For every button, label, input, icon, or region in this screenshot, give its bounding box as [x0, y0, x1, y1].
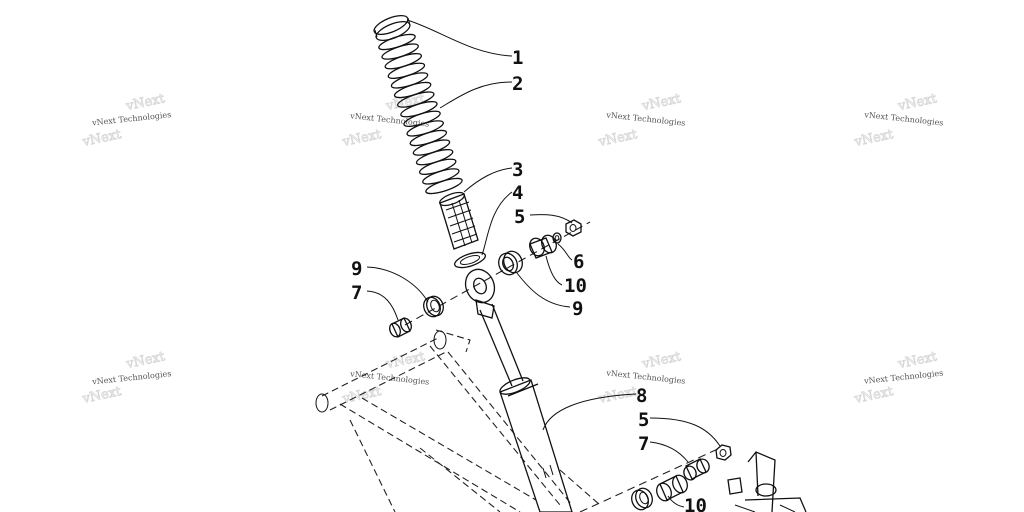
callout-10-upper: 10: [564, 275, 587, 297]
callout-9-right: 9: [572, 298, 583, 320]
callout-5-upper: 5: [514, 206, 525, 228]
shock-absorber-part: [464, 268, 573, 512]
spring-coil: [415, 148, 454, 166]
callout-4: 4: [512, 182, 523, 204]
svg-text:vNext: vNext: [640, 349, 683, 372]
leader-lines: [366, 19, 721, 508]
spring-coil: [425, 177, 463, 195]
watermark-3: vNext vNext vNext Technologies: [596, 91, 686, 151]
a-arm: [315, 329, 601, 512]
callout-5-lower: 5: [638, 409, 649, 431]
callout-7-lower: 7: [638, 433, 649, 455]
bushing-upper-right: [498, 250, 523, 276]
spring-coil: [387, 62, 426, 80]
svg-text:vNext Technologies: vNext Technologies: [91, 369, 172, 386]
axis-lines: [404, 221, 721, 512]
spring-coil: [384, 52, 423, 70]
watermark-2: vNext vNext vNext Technologies: [340, 91, 430, 151]
callout-1: 1: [512, 47, 523, 69]
callout-6: 6: [573, 251, 584, 273]
bushing-upper-left: [423, 295, 444, 318]
nut-upper: [565, 219, 582, 237]
spring-coil: [412, 139, 451, 156]
small-washer-part: [552, 232, 562, 244]
svg-text:vNext: vNext: [640, 91, 683, 114]
lower-spacer-10: [656, 474, 688, 502]
svg-text:vNext: vNext: [340, 127, 383, 150]
coil-spring-part: [378, 33, 463, 195]
svg-text:vNext: vNext: [384, 349, 427, 372]
watermark-8: vNext vNext vNext Technologies: [852, 349, 944, 408]
callout-10-lower: 10: [684, 495, 707, 512]
callout-2: 2: [512, 73, 523, 95]
spring-retainer-part: [373, 14, 411, 42]
watermark-4: vNext vNext vNext Technologies: [852, 91, 944, 151]
lower-nut: [715, 444, 732, 461]
spring-coil: [390, 72, 429, 89]
lower-bushing: [631, 487, 653, 511]
watermark-1: vNext vNext vNext Technologies: [80, 91, 172, 151]
callouts: 1 2 3 4 5 6 10 9 9 7 8 5 7 10: [351, 47, 707, 512]
spring-coil: [381, 43, 419, 60]
spring-coil: [422, 168, 460, 185]
lower-spacer-7: [683, 458, 710, 481]
callout-7-left: 7: [351, 282, 362, 304]
bump-stop-part: [439, 191, 479, 250]
spacer-upper: [529, 234, 557, 259]
svg-text:vNext: vNext: [852, 127, 895, 150]
spacer-left: [389, 317, 412, 338]
svg-text:vNext Technologies: vNext Technologies: [349, 369, 430, 386]
spring-coil: [409, 129, 448, 147]
spring-coil: [418, 158, 457, 176]
svg-text:vNext: vNext: [340, 384, 383, 407]
svg-text:vNext: vNext: [852, 384, 895, 407]
svg-text:vNext: vNext: [124, 349, 167, 372]
callout-8: 8: [636, 385, 647, 407]
callout-9-left: 9: [351, 258, 362, 280]
svg-text:vNext: vNext: [896, 91, 939, 114]
svg-text:vNext: vNext: [596, 127, 639, 150]
washer-part: [454, 251, 486, 269]
svg-text:vNext: vNext: [80, 127, 123, 150]
callout-3: 3: [512, 159, 523, 181]
svg-text:vNext: vNext: [80, 384, 123, 407]
knuckle-bracket: [727, 451, 807, 512]
watermark-5: vNext vNext vNext Technologies: [80, 349, 172, 408]
